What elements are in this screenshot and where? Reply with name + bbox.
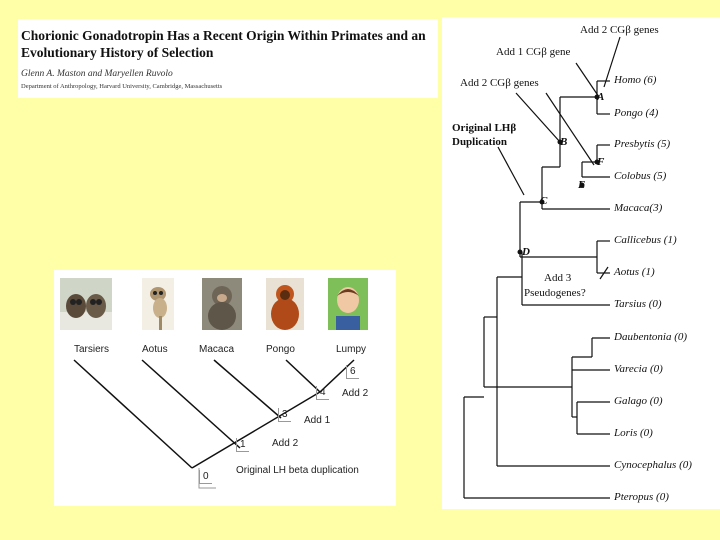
annotation-duplication: Duplication [452,136,508,148]
simple-cladogram-panel: Tarsiers Aotus Macaca Pongo Lumpy 0 Orig… [54,270,396,506]
taxon-cynocephalus: Cynocephalus (0) [614,459,692,471]
annotation-pseudogenes: Pseudogenes? [524,287,586,299]
branch-macaca [213,359,282,419]
annotation-add-1: Add 1 CGβ gene [496,46,571,58]
taxon-pteropus: Pteropus (0) [614,491,669,503]
annotation-original-lhb: Original LHβ [452,122,517,134]
annotation-add-3: Add 3 [544,272,572,284]
lumpy-photo [328,278,368,330]
paper-affiliation: Department of Anthropology, Harvard Univ… [21,83,223,90]
macaca-photo [202,278,242,330]
pongo-photo [266,278,304,330]
tarsier-photo [60,278,112,330]
node-label-d: D [522,246,530,258]
taxon-colobus: Colobus (5) [614,170,667,182]
taxon-label-aotus: Aotus [142,344,168,355]
node-number-3: 3 [278,408,291,422]
taxon-aotus: Aotus (1) [614,266,655,278]
node-label-b: B [560,136,568,148]
node-label-original-duplication: Original LH beta duplication [236,465,359,476]
taxon-label-macaca: Macaca [199,344,235,355]
paper-title: Chorionic Gonadotropin Has a Recent Orig… [21,28,426,60]
taxon-presbytis: Presbytis (5) [614,138,671,150]
annotation-add-2-top: Add 2 CGβ genes [580,24,659,36]
taxon-label-tarsiers: Tarsiers [74,344,110,355]
branch-backbone [191,391,321,469]
taxon-daubentonia: Daubentonia (0) [614,331,688,343]
paper-header: Chorionic Gonadotropin Has a Recent Orig… [18,19,438,98]
taxon-tarsius: Tarsius (0) [614,298,662,310]
node-number-1: 1 [236,438,249,452]
paper-authors: Glenn A. Maston and Maryellen Ruvolo [21,69,173,79]
taxon-label-pongo: Pongo [266,344,295,355]
aotus-photo [142,278,174,330]
taxon-callicebus: Callicebus (1) [614,234,677,246]
taxon-loris: Loris (0) [614,427,653,439]
node-label-add-2-upper: Add 2 [342,388,369,399]
branch-lumpy [319,359,355,393]
node-label-c: C [540,195,548,207]
branch-tarsiers [73,359,193,469]
node-label-e: E [578,179,586,191]
branch-aotus [141,359,241,449]
taxon-label-lumpy: Lumpy [336,344,367,355]
full-phylogeny-panel: A B F E C D Homo (6) Pongo (4) Presbytis… [442,17,720,509]
node-number-6: 6 [346,365,359,379]
taxon-pongo: Pongo (4) [614,107,659,119]
node-label-add-2-lower: Add 2 [272,438,299,449]
taxon-homo: Homo (6) [614,74,657,86]
node-number-4: 4 [316,386,329,400]
node-label-add-1: Add 1 [304,415,331,426]
simple-cladogram-lines [73,359,355,489]
taxon-galago: Galago (0) [614,395,663,407]
node-label-f: F [597,156,605,168]
phylogeny-lines [463,36,621,499]
taxon-macaca: Macaca(3) [614,202,663,214]
annotation-add-2: Add 2 CGβ genes [460,77,539,89]
taxon-varecia: Varecia (0) [614,363,663,375]
branch-pongo [285,359,321,393]
node-label-a: A [597,91,605,103]
node-number-0: 0 [199,470,212,484]
